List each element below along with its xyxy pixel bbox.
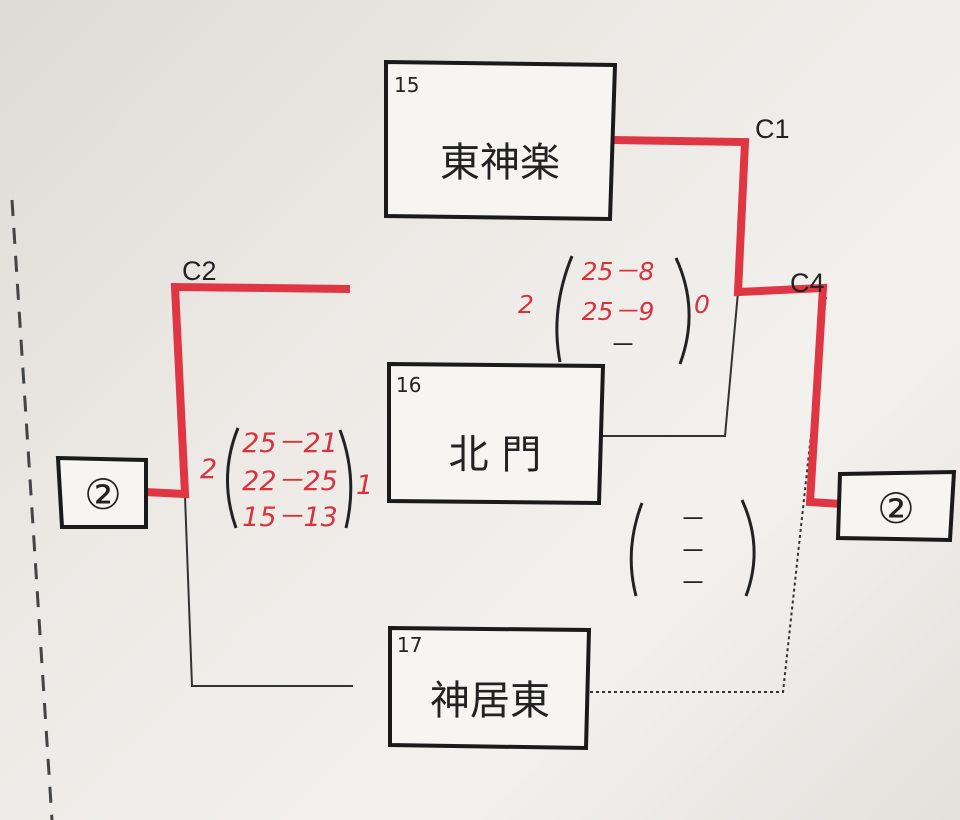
team-box-17: 17 神居東 xyxy=(388,625,592,751)
team-name: 北 門 xyxy=(449,432,542,478)
winner-set-count: 2 xyxy=(518,290,534,319)
match-label-c1: C1 xyxy=(755,114,790,144)
set-score-2: 25－9 xyxy=(582,297,655,326)
bracket-paren-right xyxy=(338,429,353,529)
set-score-2: 22－25 xyxy=(242,466,338,497)
team-name: 神居東 xyxy=(430,678,550,724)
loser-set-count: 1 xyxy=(356,470,373,501)
winner-lines xyxy=(144,136,843,508)
team-box-15: 15 東神楽 xyxy=(384,59,618,222)
page-edge-perforation xyxy=(10,199,54,820)
bracket-paren-right xyxy=(674,257,691,365)
line-16-to-c1 xyxy=(602,291,739,437)
team-number: 16 xyxy=(396,373,421,397)
set-score-3: 15－13 xyxy=(242,502,338,533)
bracket-paren-left xyxy=(629,502,644,597)
loser-set-count: 0 xyxy=(694,290,710,319)
score-block-c2: 2 1 25－21 22－25 15－13 xyxy=(200,427,373,533)
winner-set-count: 2 xyxy=(200,454,217,485)
seed-mark: ② xyxy=(84,470,122,519)
team-number: 15 xyxy=(394,73,419,97)
winner-line-left-seed xyxy=(144,282,351,499)
score-block-c1: 2 0 25－8 25－9 － xyxy=(518,255,710,365)
set-score-1: 25－21 xyxy=(242,428,338,459)
score-block-c4: － － － xyxy=(629,499,756,599)
seed-mark: ② xyxy=(877,484,915,533)
line-c2-to-17 xyxy=(184,495,353,687)
bracket-paren-left xyxy=(555,255,574,363)
set-score-3: － xyxy=(680,569,706,599)
set-score-1: － xyxy=(680,505,706,535)
winner-line-east-kagura xyxy=(611,136,843,508)
bracket-paren-right xyxy=(740,499,756,597)
set-score-2: － xyxy=(680,537,706,567)
set-score-3: － xyxy=(610,331,636,361)
seed-box-left: ② xyxy=(55,455,148,529)
team-number: 17 xyxy=(397,633,422,657)
match-label-c4: C4 xyxy=(790,268,825,298)
seed-box-right: ② xyxy=(835,469,957,543)
set-score-1: 25－8 xyxy=(582,257,655,286)
team-name: 東神楽 xyxy=(440,140,560,186)
team-box-16: 16 北 門 xyxy=(387,361,606,506)
match-label-c2: C2 xyxy=(182,256,217,286)
bracket-paren-left xyxy=(225,427,240,529)
